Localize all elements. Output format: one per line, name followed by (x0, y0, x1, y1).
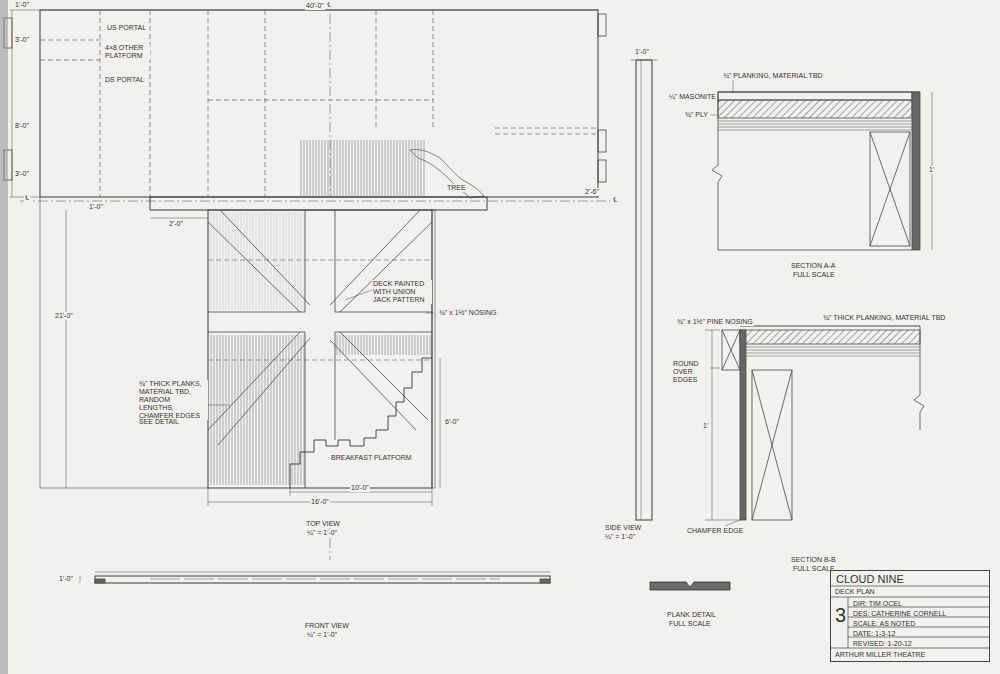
drawing-label: ¾" THICK PLANKS, MATERIAL TBD, RANDOM LE… (138, 380, 208, 420)
drawing-label: SIDE VIEW (604, 524, 642, 532)
drawing-label: ¼" = 1'-0" (306, 529, 338, 537)
drawing-label: ¾" PLANKING, MATERIAL TBD (722, 72, 824, 80)
title-block-text: ARTHUR MILLER THEATRE (835, 651, 925, 659)
drawing-label: 1'-0" (88, 203, 104, 211)
drawing-label: DECK PAINTED WITH UNION JACK PATTERN (372, 280, 432, 304)
drawing-label: FRONT VIEW (304, 622, 350, 630)
drawing-label: DS PORTAL (104, 76, 145, 84)
drawing-label: 1'-0" (634, 48, 650, 56)
drawing-label: SECTION B-B (790, 556, 837, 564)
plank-detail (650, 582, 730, 590)
drawing-label: 1'-0" (58, 575, 74, 583)
drawing-label: ¾" THICK PLANKING, MATERIAL TBD (822, 314, 946, 322)
title-block-text: REVISED: 1-20-12 (853, 640, 912, 648)
drawing-label: 6'-0" (444, 418, 460, 426)
drawing-label: FULL SCALE (668, 620, 712, 628)
drawing-label: 21'-0" (54, 312, 74, 320)
drawing-label: TOP VIEW (305, 520, 341, 528)
drawing-label: 40'-0" (305, 2, 325, 10)
drawing-label: ℄ (326, 1, 332, 9)
title-block-text: DES: CATHERINE CORNELL (853, 610, 946, 618)
drawing-label: US PORTAL (106, 24, 147, 32)
title-block-text: DIR: TIM OCEL (853, 600, 902, 608)
drawing-label: ¾" x 1½" PINE NOSING (676, 318, 754, 326)
drawing-label: SECTION A-A (790, 262, 836, 270)
drawing-label: 10'-0" (350, 484, 370, 492)
section-a (710, 80, 932, 250)
drawing-label: 1' (928, 166, 935, 174)
title-block-text: CLOUD NINE (836, 573, 904, 585)
drawing-label: 4×8 OTHER PLATFORM (104, 44, 150, 60)
drawing-label: 16'-0" (310, 498, 330, 506)
title-block-text: DECK PLAN (835, 588, 875, 596)
side-view (630, 60, 658, 520)
drawing-label: 8'-0" (14, 122, 30, 130)
top-view (4, 10, 610, 560)
title-block-text: SCALE: AS NOTED (853, 620, 915, 628)
drawing-label: ¼" MASONITE (668, 93, 717, 101)
drawing-label: CHAMFER EDGE (686, 527, 744, 535)
drawing-label: 3'-0" (14, 170, 30, 178)
front-view (80, 572, 550, 583)
drawing-label: SEE DETAIL (138, 418, 180, 426)
drawing-label: ¾" PLY (684, 111, 709, 119)
drawing-label: ¼" = 1'-0" (604, 533, 636, 541)
title-block-grid (830, 586, 990, 648)
paper-edge (0, 0, 8, 674)
drawing-label: FULL SCALE (792, 271, 836, 279)
drawing-label: ¾" x 1½" NOSING (438, 309, 498, 317)
drawing-label: ROUND OVER EDGES (672, 360, 710, 384)
title-block-text: 3 (835, 604, 846, 626)
drawing-label: 1'-0" (14, 1, 30, 9)
section-b (705, 326, 924, 526)
drawing-label: 3'-0" (14, 36, 30, 44)
drawing-label: BREAKFAST PLATFORM (330, 454, 413, 462)
title-block-text: DATE: 1-3-12 (853, 630, 895, 638)
drawing-label: TREE (446, 184, 467, 192)
drawing-label: 2'-6" (584, 188, 600, 196)
title-block: CLOUD NINE DECK PLAN 3 DIR: TIM OCEL DES: CA… (830, 570, 990, 662)
drawing-label: 2'-0" (168, 220, 184, 228)
drawing-label: PLANK DETAIL (666, 611, 717, 619)
drawing-label: ℄ (612, 196, 618, 204)
drawing-label: 1' (702, 422, 709, 430)
drawing-label: ℄ (24, 194, 30, 202)
drawing-label: ¼" = 1'-0" (306, 631, 338, 639)
